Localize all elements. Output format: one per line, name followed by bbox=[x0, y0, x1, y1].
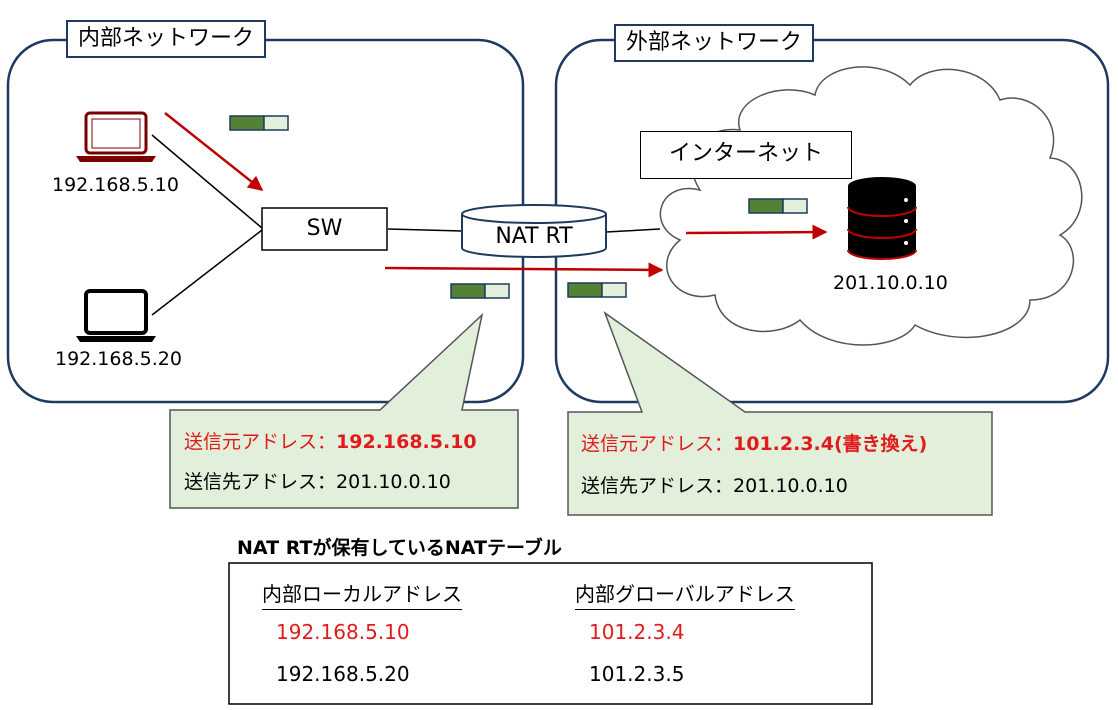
internet-label: インターネット bbox=[640, 131, 852, 179]
packet-icon bbox=[748, 198, 808, 214]
nat-table-title: NAT RTが保有しているNATテーブル bbox=[237, 537, 562, 559]
dst-address-label: 送信先アドレス： bbox=[581, 475, 734, 497]
server-icon bbox=[847, 177, 917, 260]
router-icon bbox=[461, 204, 607, 258]
nat-table-cell: 101.2.3.5 bbox=[589, 662, 685, 686]
callout-right-src: 送信元アドレス：101.2.3.4(書き換え) bbox=[581, 430, 927, 458]
external-network-label: 外部ネットワーク bbox=[614, 24, 815, 62]
dst-address-label: 送信先アドレス： bbox=[184, 471, 337, 493]
src-address-value: 192.168.5.10 bbox=[336, 431, 477, 453]
server-ip: 201.10.0.10 bbox=[833, 272, 948, 294]
nat-table-box bbox=[228, 562, 873, 705]
callout-left-dst: 送信先アドレス：201.10.0.10 bbox=[184, 468, 451, 496]
nat-table-cell: 192.168.5.20 bbox=[276, 662, 410, 686]
dst-address-value: 201.10.0.10 bbox=[336, 471, 451, 493]
callout-right-dst: 送信先アドレス：201.10.0.10 bbox=[581, 472, 848, 500]
packet-icon bbox=[567, 282, 627, 298]
host-ip-1: 192.168.5.10 bbox=[52, 174, 179, 196]
callout-left-src: 送信元アドレス：192.168.5.10 bbox=[184, 428, 477, 456]
switch-box bbox=[261, 207, 388, 251]
host-ip-2: 192.168.5.20 bbox=[55, 348, 182, 370]
nat-table-cell: 101.2.3.4 bbox=[589, 620, 685, 644]
src-address-label: 送信元アドレス： bbox=[581, 433, 734, 455]
laptop-icon bbox=[76, 111, 156, 162]
src-address-value: 101.2.3.4(書き換え) bbox=[733, 433, 928, 455]
packet-icon bbox=[229, 115, 289, 131]
switch-label: SW bbox=[306, 216, 343, 241]
dst-address-value: 201.10.0.10 bbox=[733, 475, 848, 497]
packet-icon bbox=[450, 283, 510, 299]
callout-left-bubble bbox=[169, 312, 519, 509]
nat-table-cell: 192.168.5.10 bbox=[276, 620, 410, 644]
nat-table-header-local: 内部ローカルアドレス bbox=[262, 578, 462, 610]
callout-right-bubble bbox=[567, 310, 993, 516]
laptop-icon bbox=[76, 289, 156, 342]
router-label: NAT RT bbox=[495, 224, 573, 249]
cables bbox=[151, 134, 661, 316]
internal-network-label: 内部ネットワーク bbox=[66, 20, 267, 58]
packet-arrows bbox=[164, 112, 828, 278]
src-address-label: 送信元アドレス： bbox=[184, 431, 337, 453]
nat-table-header-global: 内部グローバルアドレス bbox=[575, 578, 795, 610]
